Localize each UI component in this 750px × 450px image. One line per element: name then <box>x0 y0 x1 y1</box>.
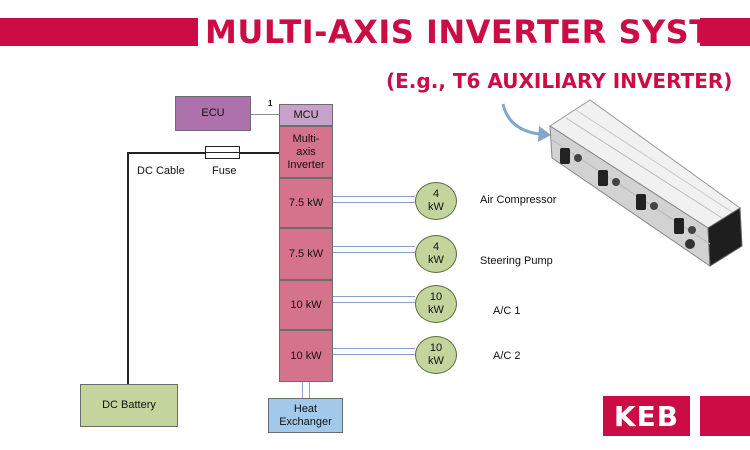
axis-power-label-3: 10 kW <box>290 298 322 311</box>
inverter-box: Multi-axis Inverter <box>279 126 333 178</box>
dc-battery-box: DC Battery <box>80 384 178 427</box>
keb-logo: KEB <box>603 396 690 436</box>
axis-power-label-1: 7.5 kW <box>288 196 324 209</box>
mcu-label: MCU <box>293 108 319 121</box>
ecu-box: ECU <box>175 96 251 131</box>
link-number: 1 <box>268 99 273 108</box>
motor-cable-4 <box>333 348 415 355</box>
load-label-2: Steering Pump <box>480 255 553 267</box>
motor-2: 4 kW <box>415 235 457 273</box>
mcu-box: MCU <box>279 104 333 126</box>
pointer-arrow <box>501 103 551 142</box>
dc-wire-vertical <box>127 152 129 384</box>
page-title: MULTI-AXIS INVERTER SYSTEM <box>205 13 750 51</box>
motor-cable-2 <box>333 246 415 253</box>
axis-power-label-2: 7.5 kW <box>288 247 324 260</box>
load-label-4: A/C 2 <box>493 350 521 362</box>
inverter-label: Multi-axis Inverter <box>287 132 325 171</box>
coolant-pipe <box>302 382 310 398</box>
inverter-product-image <box>549 99 743 267</box>
ecu-label: ECU <box>201 107 225 119</box>
motor-rating-4: 10 kW <box>428 342 444 367</box>
dc-wire-top-left <box>127 152 205 154</box>
motor-cable-3 <box>333 296 415 303</box>
footer-bar-right <box>700 396 750 436</box>
header-bar-right <box>700 18 750 46</box>
page-subtitle: (E.g., T6 AUXILIARY INVERTER) <box>386 69 733 93</box>
motor-rating-1: 4 kW <box>428 188 444 213</box>
ecu-mcu-link <box>251 114 279 115</box>
axis-power-label-4: 10 kW <box>290 349 322 362</box>
header-bar-left <box>0 18 198 46</box>
motor-3: 10 kW <box>415 285 457 323</box>
heat-exchanger-label: Heat Exchanger <box>279 402 332 428</box>
axis-module-4: 10 kW <box>279 330 333 382</box>
fuse-element <box>205 152 240 153</box>
fuse-label: Fuse <box>212 165 237 177</box>
dc-cable-label: DC Cable <box>137 165 185 177</box>
motor-rating-2: 4 kW <box>428 241 444 266</box>
load-label-3: A/C 1 <box>493 305 521 317</box>
motor-1: 4 kW <box>415 182 457 220</box>
axis-module-2: 7.5 kW <box>279 228 333 280</box>
heat-exchanger-box: Heat Exchanger <box>268 398 343 433</box>
axis-module-1: 7.5 kW <box>279 178 333 228</box>
motor-4: 10 kW <box>415 336 457 374</box>
load-label-1: Air Compressor <box>480 194 557 206</box>
axis-module-3: 10 kW <box>279 280 333 330</box>
motor-rating-3: 10 kW <box>428 291 444 316</box>
dc-wire-top-right <box>240 152 279 154</box>
motor-cable-1 <box>333 196 415 203</box>
dc-battery-label: DC Battery <box>102 399 156 411</box>
